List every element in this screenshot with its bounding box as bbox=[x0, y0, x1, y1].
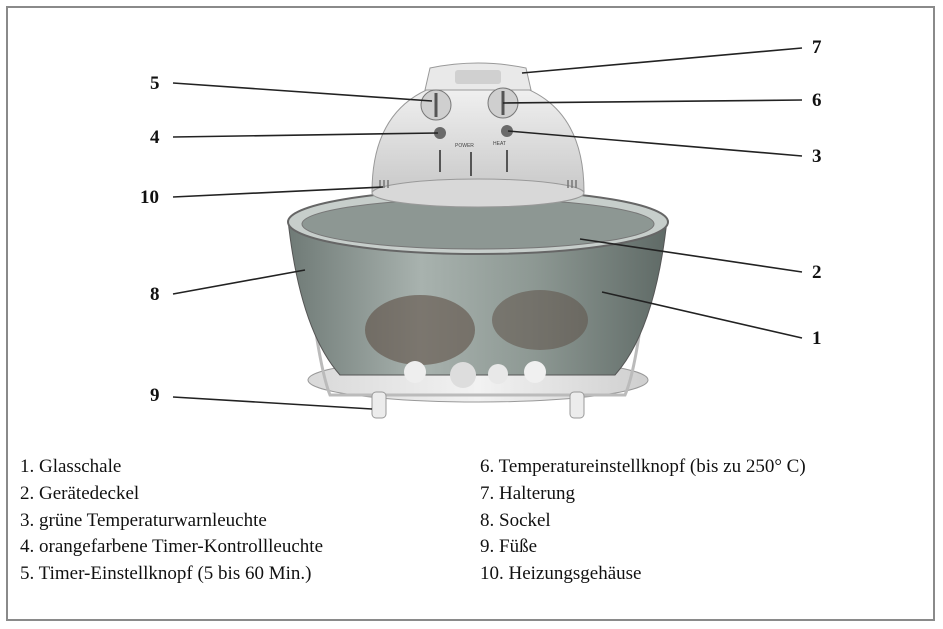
legend-item: 9. Füße bbox=[480, 534, 806, 561]
legend-right-column: 6. Temperatureinstellknopf (bis zu 250° … bbox=[480, 454, 806, 588]
glass-bowl bbox=[288, 190, 668, 388]
power-label: POWER bbox=[455, 143, 474, 149]
callout-4: 4 bbox=[150, 127, 160, 148]
legend-item: 1. Glasschale bbox=[20, 454, 323, 481]
callout-2: 2 bbox=[812, 262, 822, 283]
legend-item: 10. Heizungsgehäuse bbox=[480, 561, 806, 588]
callout-8: 8 bbox=[150, 284, 160, 305]
legend-item: 5. Timer-Einstellknopf (5 bis 60 Min.) bbox=[20, 561, 323, 588]
heat-label: HEAT bbox=[493, 141, 506, 147]
legend-item: 6. Temperatureinstellknopf (bis zu 250° … bbox=[480, 454, 806, 481]
legend-item: 8. Sockel bbox=[480, 508, 806, 535]
legend-item: 3. grüne Temperaturwarnleuchte bbox=[20, 508, 323, 535]
callout-6: 6 bbox=[812, 90, 822, 111]
callout-7: 7 bbox=[812, 37, 822, 58]
leader-line-10 bbox=[173, 187, 383, 197]
leader-line-8 bbox=[173, 270, 305, 294]
legend-item: 4. orangefarbene Timer-Kontrollleuchte bbox=[20, 534, 323, 561]
callout-9: 9 bbox=[150, 385, 160, 406]
leader-line-7 bbox=[522, 48, 802, 73]
leader-line-5 bbox=[173, 83, 432, 101]
callout-5: 5 bbox=[150, 73, 160, 94]
callout-10: 10 bbox=[140, 187, 159, 208]
leader-line-9 bbox=[173, 397, 372, 409]
legend-left-column: 1. Glasschale 2. Gerätedeckel 3. grüne T… bbox=[20, 454, 323, 588]
callout-3: 3 bbox=[812, 146, 822, 167]
legend-item: 7. Halterung bbox=[480, 481, 806, 508]
legend-item: 2. Gerätedeckel bbox=[20, 481, 323, 508]
callout-1: 1 bbox=[812, 328, 822, 349]
